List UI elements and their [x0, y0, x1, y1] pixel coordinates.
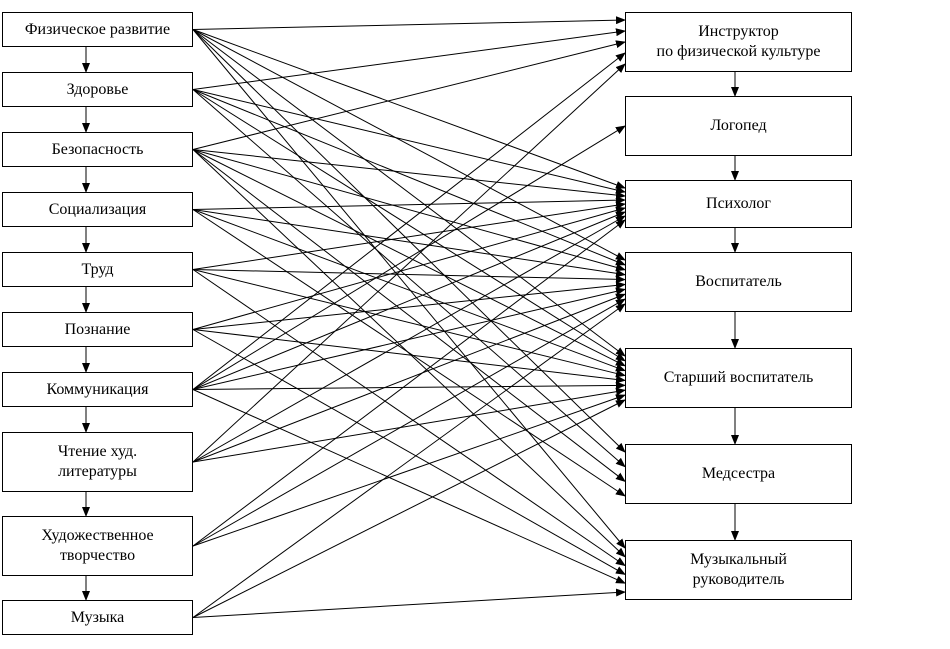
connection-arrow — [192, 201, 626, 270]
connection-arrow — [192, 40, 626, 150]
connection-lines — [192, 16, 626, 618]
connection-arrow — [192, 206, 626, 330]
area-box-3-label: Безопасность — [51, 140, 144, 158]
connection-arrow — [192, 303, 626, 618]
connection-arrow — [192, 209, 626, 278]
specialist-box-4: Воспитатель — [625, 252, 852, 312]
connection-arrow — [192, 269, 626, 567]
connection-arrow — [192, 149, 626, 482]
area-box-2-label: Здоровье — [66, 80, 129, 98]
connection-arrow — [192, 387, 626, 463]
connection-arrow — [192, 209, 626, 372]
specialist-box-3-label: Психолог — [706, 195, 771, 212]
specialist-box-2: Логопед — [625, 96, 852, 156]
connection-arrow — [192, 399, 626, 618]
specialist-box-4-label: Воспитатель — [695, 273, 782, 290]
connection-arrow — [192, 89, 626, 266]
area-box-5-label: Труд — [81, 260, 114, 278]
connection-arrow — [192, 89, 626, 468]
specialist-box-6-label: Медсестра — [701, 465, 776, 482]
connection-arrow — [192, 394, 626, 547]
area-box-4: Социализация — [2, 192, 193, 227]
connection-arrow — [192, 89, 626, 194]
connection-arrow — [192, 29, 626, 453]
connection-arrow — [192, 269, 626, 284]
area-box-1: Физическое развитие — [2, 12, 193, 47]
connection-arrow — [192, 215, 626, 463]
connection-arrow — [192, 149, 626, 272]
connection-arrow — [192, 219, 626, 547]
area-box-7: Коммуникация — [2, 372, 193, 407]
connection-arrow — [192, 29, 626, 261]
connection-arrow — [192, 381, 626, 390]
connection-arrow — [192, 588, 626, 618]
specialist-box-6: Медсестра — [625, 444, 852, 504]
connection-arrow — [192, 28, 626, 90]
area-box-9: Художественное творчество — [2, 516, 193, 576]
specialist-box-7-label: Музыкальный руководитель — [690, 551, 787, 588]
connection-arrow — [192, 281, 626, 330]
area-box-7-label: Коммуникация — [46, 380, 149, 398]
connection-arrow — [192, 329, 626, 575]
area-box-6: Познание — [2, 312, 193, 347]
area-box-8: Чтение худ. литературы — [2, 432, 193, 492]
specialist-box-1-label: Инструктор по физической культуре — [656, 23, 821, 60]
specialist-box-2-label: Логопед — [710, 117, 767, 134]
specialist-box-3: Психолог — [625, 180, 852, 228]
connection-arrow — [192, 29, 626, 549]
connection-arrow — [192, 329, 626, 384]
connection-arrow — [192, 89, 626, 362]
area-box-10: Музыка — [2, 600, 193, 635]
area-box-1-label: Физическое развитие — [24, 20, 171, 38]
connection-arrow — [192, 29, 626, 357]
connection-arrow — [192, 293, 626, 463]
connection-arrow — [192, 125, 626, 390]
area-box-6-label: Познание — [64, 320, 131, 338]
area-box-3: Безопасность — [2, 132, 193, 167]
connection-arrow — [192, 29, 626, 189]
area-box-10-label: Музыка — [70, 608, 125, 626]
specialist-box-7: Музыкальный руководитель — [625, 540, 852, 600]
area-box-9-label: Художественное творчество — [41, 527, 154, 564]
connection-arrow — [192, 196, 626, 210]
connection-arrow — [192, 209, 626, 497]
specialist-box-5-label: Старший воспитатель — [663, 369, 814, 386]
connection-arrow — [192, 211, 626, 390]
connection-arrow — [192, 52, 626, 390]
connection-arrow — [192, 16, 626, 30]
specialist-box-5: Старший воспитатель — [625, 348, 852, 408]
connection-arrow — [192, 63, 626, 463]
chain-arrows — [82, 47, 739, 601]
connection-arrow — [192, 149, 626, 200]
specialist-box-1: Инструктор по физической культуре — [625, 12, 852, 72]
area-box-8-label: Чтение худ. литературы — [57, 443, 138, 480]
connection-arrow — [192, 389, 626, 584]
connection-arrow — [192, 269, 626, 378]
connection-arrow — [192, 298, 626, 547]
area-box-5: Труд — [2, 252, 193, 287]
area-box-2: Здоровье — [2, 72, 193, 107]
area-box-4-label: Социализация — [48, 200, 147, 218]
